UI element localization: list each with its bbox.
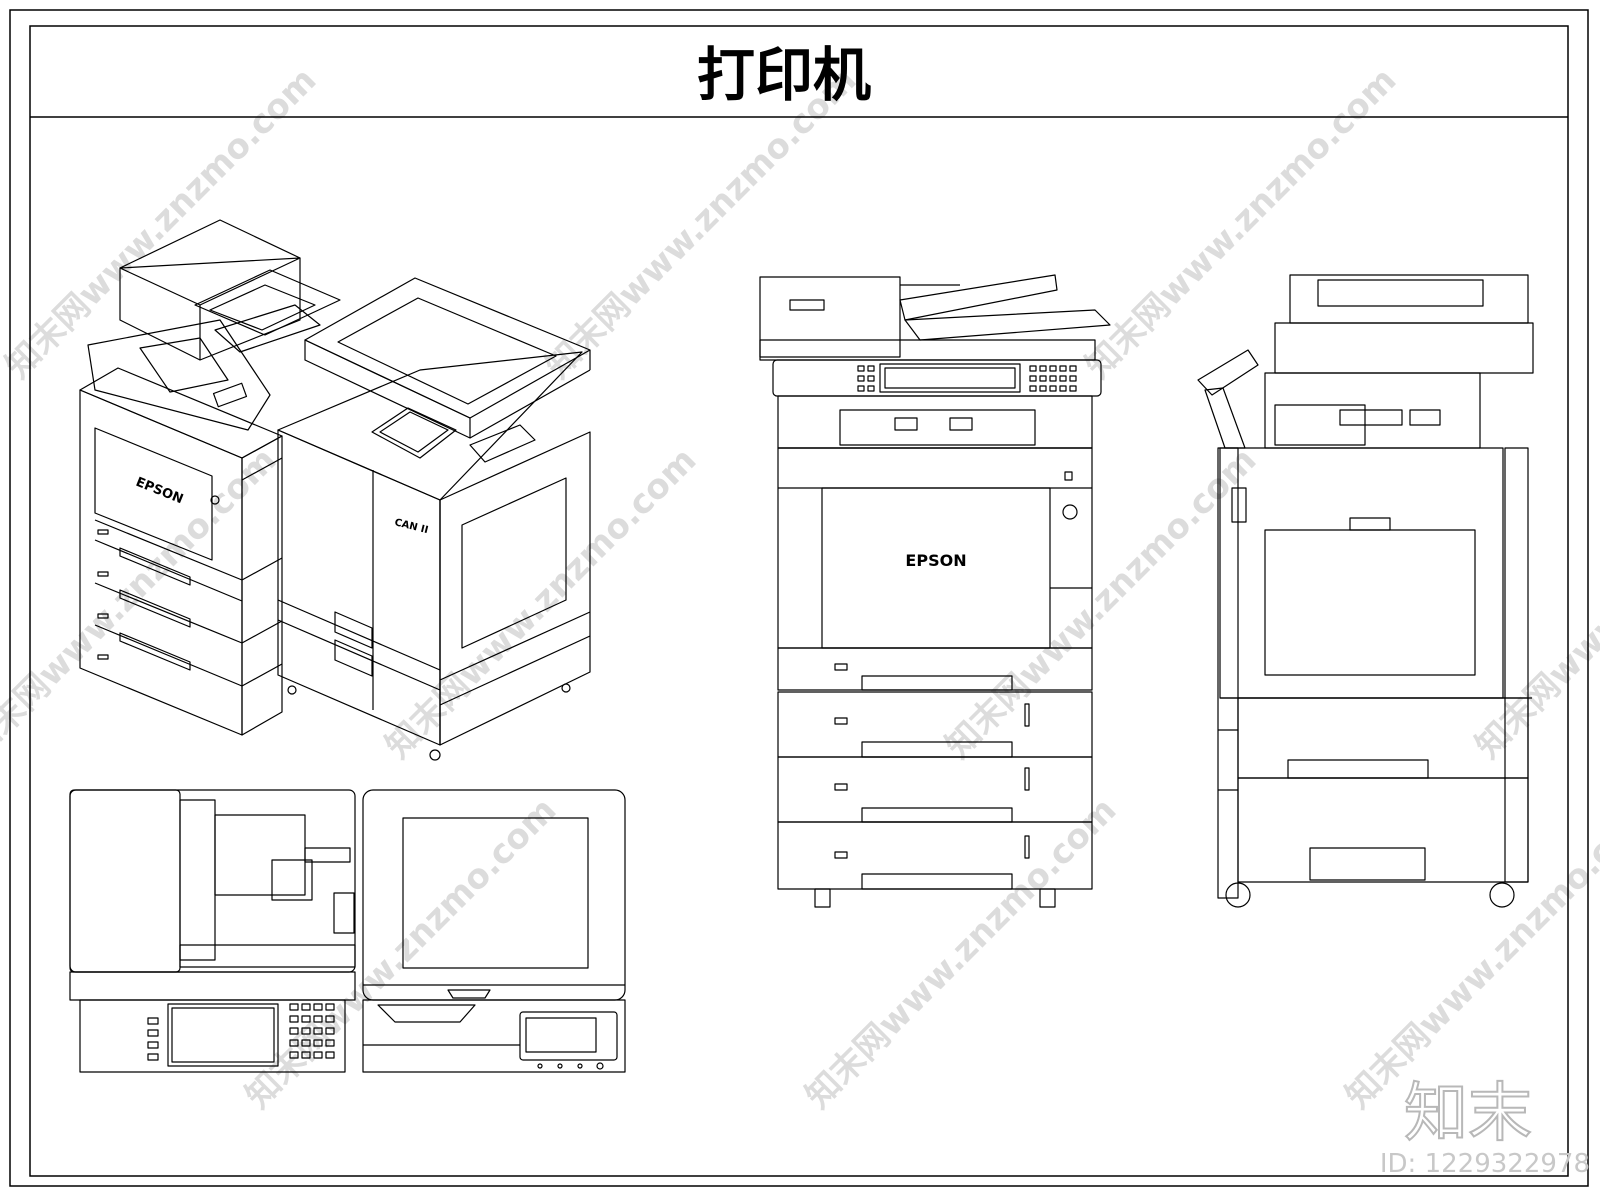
printer-brand-label: EPSON (134, 475, 186, 508)
watermark-text: 知末网www.znzmo.com (0, 60, 324, 386)
watermark-text: 知末网www.znzmo.com (1338, 790, 1600, 1116)
isometric-printer-right (277, 277, 591, 761)
watermark-layer: 知末网www.znzmo.com 知末网www.znzmo.com 知末网www… (0, 60, 1600, 1116)
watermark-text: 知末网www.znzmo.com (1078, 60, 1404, 386)
drawing-title: 打印机 (697, 41, 871, 109)
top-view-printer-right (362, 789, 626, 1073)
site-logo: 知末 (1404, 1077, 1532, 1151)
keypad-grid (289, 1003, 335, 1059)
isometric-printer-left (79, 219, 341, 736)
printer-brand-label: CAN II (393, 517, 429, 536)
top-view-printer-left (69, 789, 356, 1073)
front-panel-buttons (857, 365, 1077, 392)
front-elevation-printer (759, 274, 1111, 908)
printer-brand-label: EPSON (905, 551, 966, 570)
side-elevation-printer (1197, 274, 1534, 908)
image-id-label: ID: 1229322978 (1380, 1149, 1590, 1179)
watermark-text: 知末网www.znzmo.com (938, 440, 1264, 766)
drawing-frame (9, 9, 1589, 1187)
watermark-text: 知末网www.znzmo.com (798, 790, 1124, 1116)
watermark-text: 知末网www.znzmo.com (238, 790, 564, 1116)
watermark-text: 知末网www.znzmo.com (1468, 440, 1600, 766)
watermark-text: 知末网www.znzmo.com (538, 60, 864, 386)
